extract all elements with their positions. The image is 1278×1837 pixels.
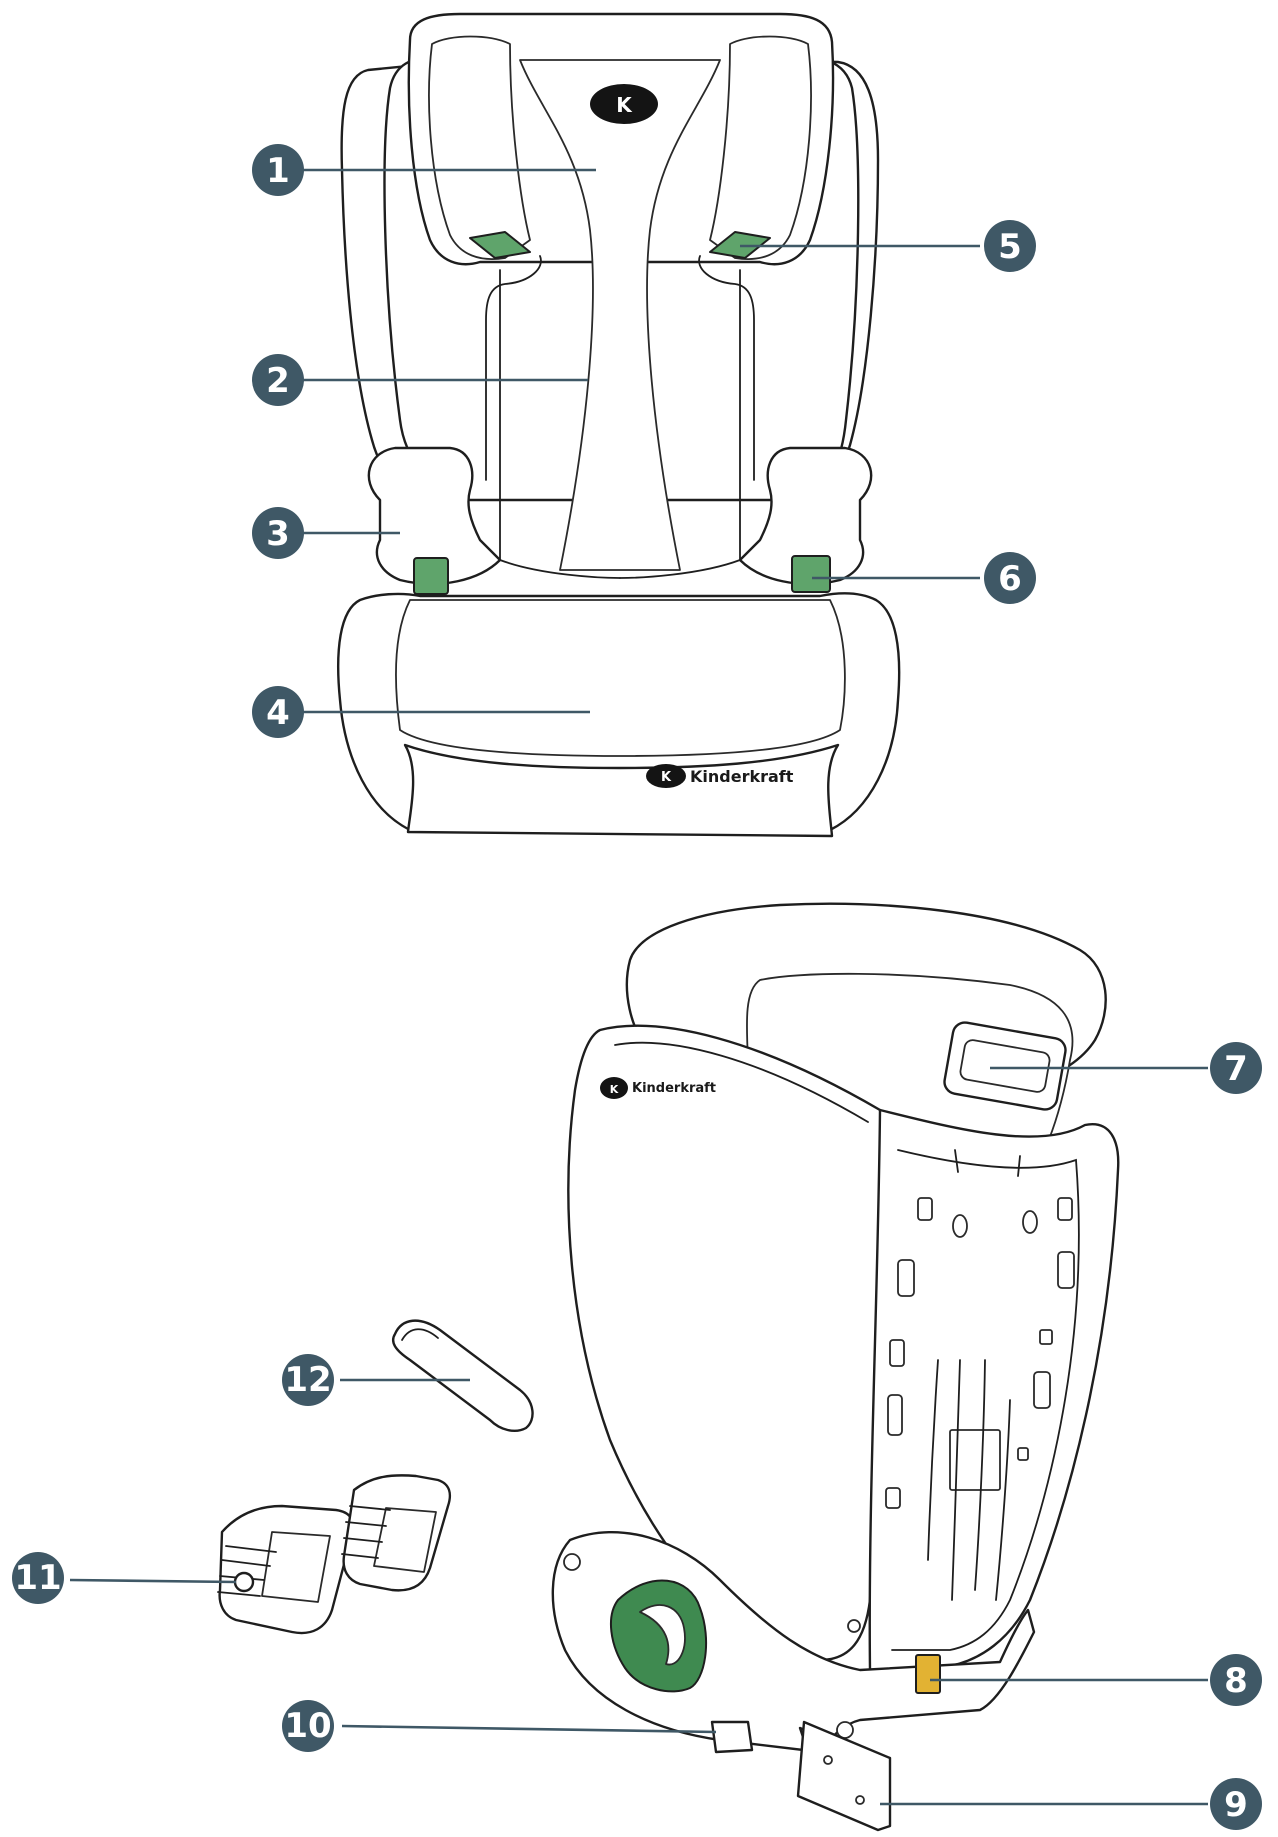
shell-logo-mark: K	[610, 1083, 619, 1096]
belt-positioner	[391, 1319, 534, 1432]
shell-brand-name: Kinderkraft	[632, 1081, 716, 1096]
callout-2-number: 2	[266, 361, 290, 401]
leader-lines	[69, 168, 1208, 1806]
frame-slots	[885, 1149, 1075, 1601]
isofix-latch-hole-1	[823, 1755, 833, 1765]
backrest-back-frame-inner	[891, 1149, 1080, 1651]
leader-11	[69, 1578, 237, 1584]
belt-hook-right	[698, 255, 755, 481]
callout-8-number: 8	[1224, 1661, 1248, 1701]
isofix-release-button	[710, 1720, 754, 1754]
lap-belt-guide-left	[413, 557, 449, 595]
base-logo-mark: K	[661, 770, 672, 785]
belt-positioner-clip	[401, 1328, 439, 1341]
accessories	[217, 1319, 534, 1635]
seat-base-front	[403, 743, 840, 838]
base-brand-label: K Kinderkraft	[646, 764, 794, 788]
isofix-latch-hole-2	[855, 1795, 865, 1805]
isofix-latch	[796, 1720, 892, 1832]
front-view-seat: K K Kinderkraft	[337, 12, 901, 838]
callout-4-number: 4	[266, 693, 290, 733]
backrest-back-shell-edge	[614, 1041, 869, 1123]
back-view-seat: K Kinderkraft	[551, 902, 1120, 1832]
side-belt-guide-slot	[639, 1604, 686, 1666]
shell-brand-label: K Kinderkraft	[600, 1077, 716, 1099]
callout-7: 7	[1210, 1042, 1262, 1094]
leader-10	[341, 1724, 717, 1734]
callout-9-number: 9	[1224, 1785, 1248, 1825]
headrest-right-cushion	[709, 35, 812, 260]
callout-9: 9	[1210, 1778, 1262, 1830]
headrest-left-cushion	[428, 35, 531, 260]
side-belt-guide	[610, 1579, 707, 1693]
base-brand-name: Kinderkraft	[690, 767, 794, 786]
callout-11: 11	[12, 1552, 64, 1604]
base-knob-front	[563, 1553, 581, 1571]
callout-11-number: 11	[14, 1558, 61, 1598]
callout-3-number: 3	[266, 514, 290, 554]
callout-6-number: 6	[998, 559, 1022, 599]
callout-2: 2	[252, 354, 304, 406]
lap-belt-guide-right	[791, 555, 831, 593]
callout-12-number: 12	[284, 1360, 331, 1400]
callout-6: 6	[984, 552, 1036, 604]
belt-hook-left	[485, 255, 542, 481]
callout-3: 3	[252, 507, 304, 559]
callout-4: 4	[252, 686, 304, 738]
armrest-left	[367, 446, 502, 586]
front-logo-mark: K	[616, 93, 633, 117]
base-knob-back	[847, 1619, 861, 1633]
callout-badges: 1 2 3 4 5 6 7 8	[12, 144, 1262, 1830]
callout-12: 12	[282, 1354, 334, 1406]
isofix-guides	[217, 1474, 452, 1635]
callout-7-number: 7	[1224, 1049, 1248, 1089]
seat-cushion-top	[395, 599, 846, 757]
callout-8: 8	[1210, 1654, 1262, 1706]
callout-10-number: 10	[284, 1706, 331, 1746]
headrest-adjust-handle-slot	[959, 1039, 1051, 1093]
callout-5: 5	[984, 220, 1036, 272]
backrest-inner-line-left	[499, 269, 621, 579]
callout-5-number: 5	[998, 227, 1022, 267]
callout-10: 10	[282, 1700, 334, 1752]
callout-1: 1	[252, 144, 304, 196]
isofix-guide-ring	[233, 1571, 255, 1593]
backrest-center-panel	[519, 59, 721, 571]
backrest-inner-line-right	[619, 269, 741, 579]
shoulder-belt-guide-left	[469, 231, 531, 259]
callout-1-number: 1	[266, 151, 290, 191]
front-logo-badge: K	[590, 84, 658, 124]
isofix-indicator	[915, 1654, 941, 1694]
backrest-back-frame	[868, 1108, 1120, 1672]
